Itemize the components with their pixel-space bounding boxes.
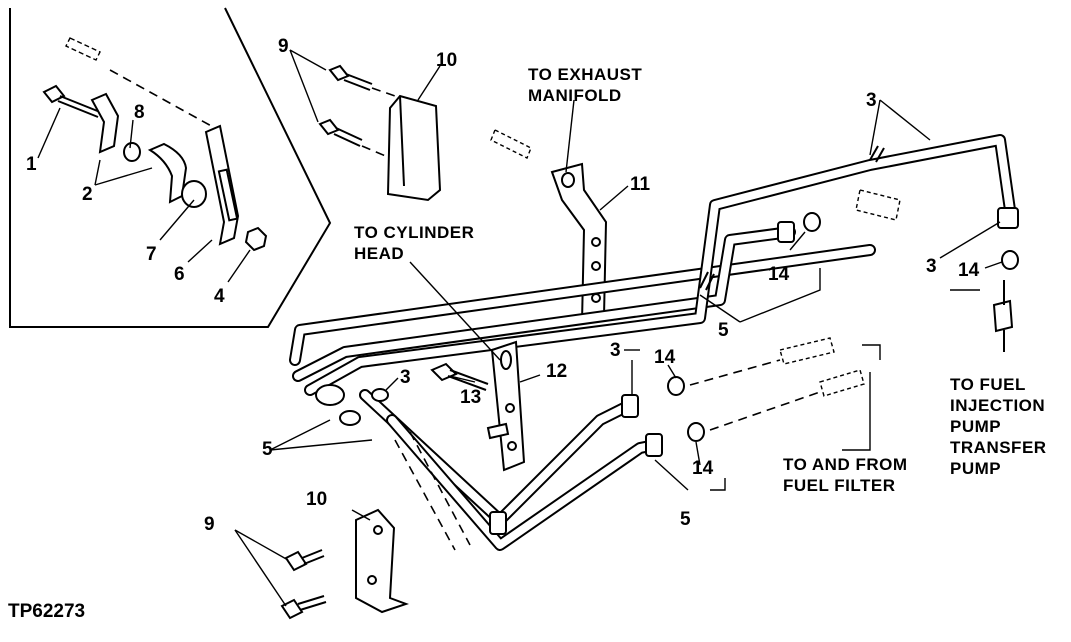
callout-numbers: 1 2 8 7 6 4 9 10 11 12 13 3 5 10 9 3 14 … bbox=[26, 36, 980, 535]
callout-14-low: 14 bbox=[692, 458, 714, 479]
bracket-12 bbox=[430, 340, 526, 472]
callout-4: 4 bbox=[214, 286, 225, 307]
text-labels: TO EXHAUST MANIFOLD TO CYLINDER HEAD TO … bbox=[8, 65, 1047, 622]
callout-12: 12 bbox=[546, 361, 567, 382]
fuel-injection-label-line2: INJECTION bbox=[950, 396, 1045, 415]
seals bbox=[667, 212, 1019, 442]
exhaust-label-line2: MANIFOLD bbox=[528, 86, 622, 105]
callout-1: 1 bbox=[26, 154, 37, 175]
leader-lines bbox=[37, 49, 1003, 607]
detail-inset bbox=[9, 7, 332, 328]
fuel-injection-label-line4: TRANSFER bbox=[950, 438, 1047, 457]
callout-6: 6 bbox=[174, 264, 185, 285]
fuel-filter-label-line1: TO AND FROM bbox=[783, 455, 908, 474]
callout-11: 11 bbox=[630, 174, 651, 195]
fuel-filter-ends bbox=[490, 129, 1014, 431]
cylinder-label-line2: HEAD bbox=[354, 244, 404, 263]
callout-3-left: 3 bbox=[400, 367, 411, 388]
callout-2: 2 bbox=[82, 184, 93, 205]
lower-bracket-assembly bbox=[280, 431, 471, 620]
callout-8: 8 bbox=[134, 102, 145, 123]
fuel-injection-label-line3: PUMP bbox=[950, 417, 1001, 436]
fuel-injection-label-line5: PUMP bbox=[950, 459, 1001, 478]
callout-10-bottom: 10 bbox=[306, 489, 327, 510]
callout-5-upper: 5 bbox=[718, 320, 729, 341]
figure-id: TP62273 bbox=[8, 601, 85, 622]
callout-7: 7 bbox=[146, 244, 157, 265]
callout-3-mid: 3 bbox=[610, 340, 621, 361]
cylinder-label-line1: TO CYLINDER bbox=[354, 223, 474, 242]
callout-10-top: 10 bbox=[436, 50, 457, 71]
callout-13: 13 bbox=[460, 387, 481, 408]
callout-5-low: 5 bbox=[680, 509, 691, 530]
callout-9-bottom: 9 bbox=[204, 514, 215, 535]
callout-14-upper: 14 bbox=[768, 264, 790, 285]
fuel-filter-label-line2: FUEL FILTER bbox=[783, 476, 896, 495]
bracket-11 bbox=[550, 162, 608, 324]
upper-bracket-assembly bbox=[318, 64, 442, 202]
callout-14-right: 14 bbox=[958, 260, 980, 281]
exhaust-label-line1: TO EXHAUST bbox=[528, 65, 642, 84]
callout-5-left: 5 bbox=[262, 439, 273, 460]
callout-14-mid: 14 bbox=[654, 347, 676, 368]
fuel-injection-label-line1: TO FUEL bbox=[950, 375, 1026, 394]
callout-3-top: 3 bbox=[866, 90, 877, 111]
callout-3-right: 3 bbox=[926, 256, 937, 277]
inset-hardware bbox=[42, 37, 268, 252]
callout-9-top: 9 bbox=[278, 36, 289, 57]
fuel-tubes bbox=[289, 134, 1019, 551]
